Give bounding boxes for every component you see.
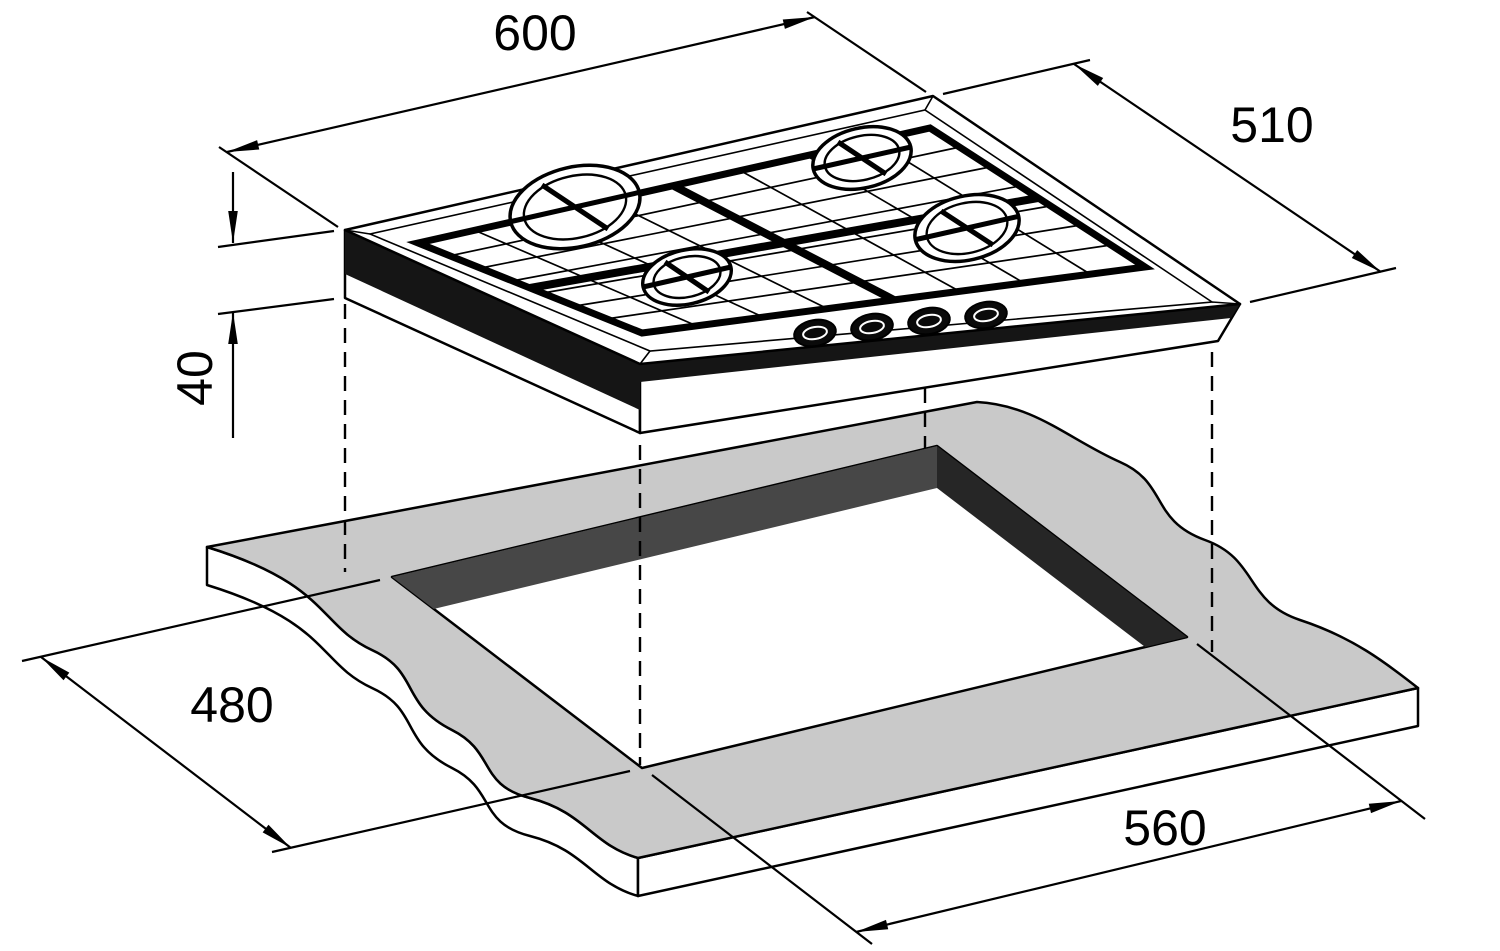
burner-cross bbox=[508, 182, 642, 232]
dim-label-hob-width: 600 bbox=[493, 5, 576, 61]
ext-lines-cutout-width bbox=[651, 643, 1426, 945]
worktop bbox=[205, 400, 1420, 898]
burner-large-rear-left bbox=[508, 163, 642, 251]
dim-line-hob-width bbox=[226, 15, 816, 154]
burner-medium-front-right bbox=[913, 192, 1021, 264]
ext-lines-hob-width bbox=[218, 11, 927, 228]
hob bbox=[343, 94, 1242, 435]
dim-label-hob-height: 40 bbox=[167, 350, 223, 406]
control-knob bbox=[850, 312, 894, 342]
ext-lines-hob-height bbox=[217, 229, 335, 316]
hob-rim-corner-bevels bbox=[344, 95, 1241, 365]
burner-medium-rear-right bbox=[811, 124, 913, 192]
burner-cross bbox=[642, 259, 732, 295]
burner-cross bbox=[913, 208, 1021, 248]
dimensions bbox=[21, 11, 1426, 945]
dim-label-hob-depth: 510 bbox=[1230, 97, 1313, 153]
hob-left-dark-band bbox=[345, 230, 640, 410]
worktop-top-surface bbox=[205, 400, 1420, 860]
dim-line-hob-depth bbox=[1073, 63, 1382, 273]
burner-small-front-left bbox=[640, 247, 734, 307]
control-knob bbox=[964, 300, 1008, 330]
burner-cross bbox=[812, 139, 912, 177]
dim-line-cutout-depth bbox=[40, 656, 292, 849]
dim-label-cutout-depth: 480 bbox=[190, 677, 273, 733]
cutout-wall-left bbox=[392, 446, 937, 619]
dim-label-cutout-width: 560 bbox=[1123, 800, 1206, 856]
control-knob bbox=[907, 306, 951, 336]
cutout-inner-walls bbox=[392, 446, 1187, 679]
hob-front-dark-band bbox=[640, 304, 1240, 382]
ext-lines-cutout-depth bbox=[21, 578, 631, 854]
control-knob bbox=[793, 318, 837, 348]
ext-lines-hob-depth bbox=[942, 58, 1397, 304]
control-knobs bbox=[793, 300, 1008, 348]
projection-dashed-lines bbox=[343, 304, 1214, 765]
cutout-wall-right bbox=[937, 446, 1187, 679]
dim-line-cutout-width bbox=[855, 799, 1402, 934]
